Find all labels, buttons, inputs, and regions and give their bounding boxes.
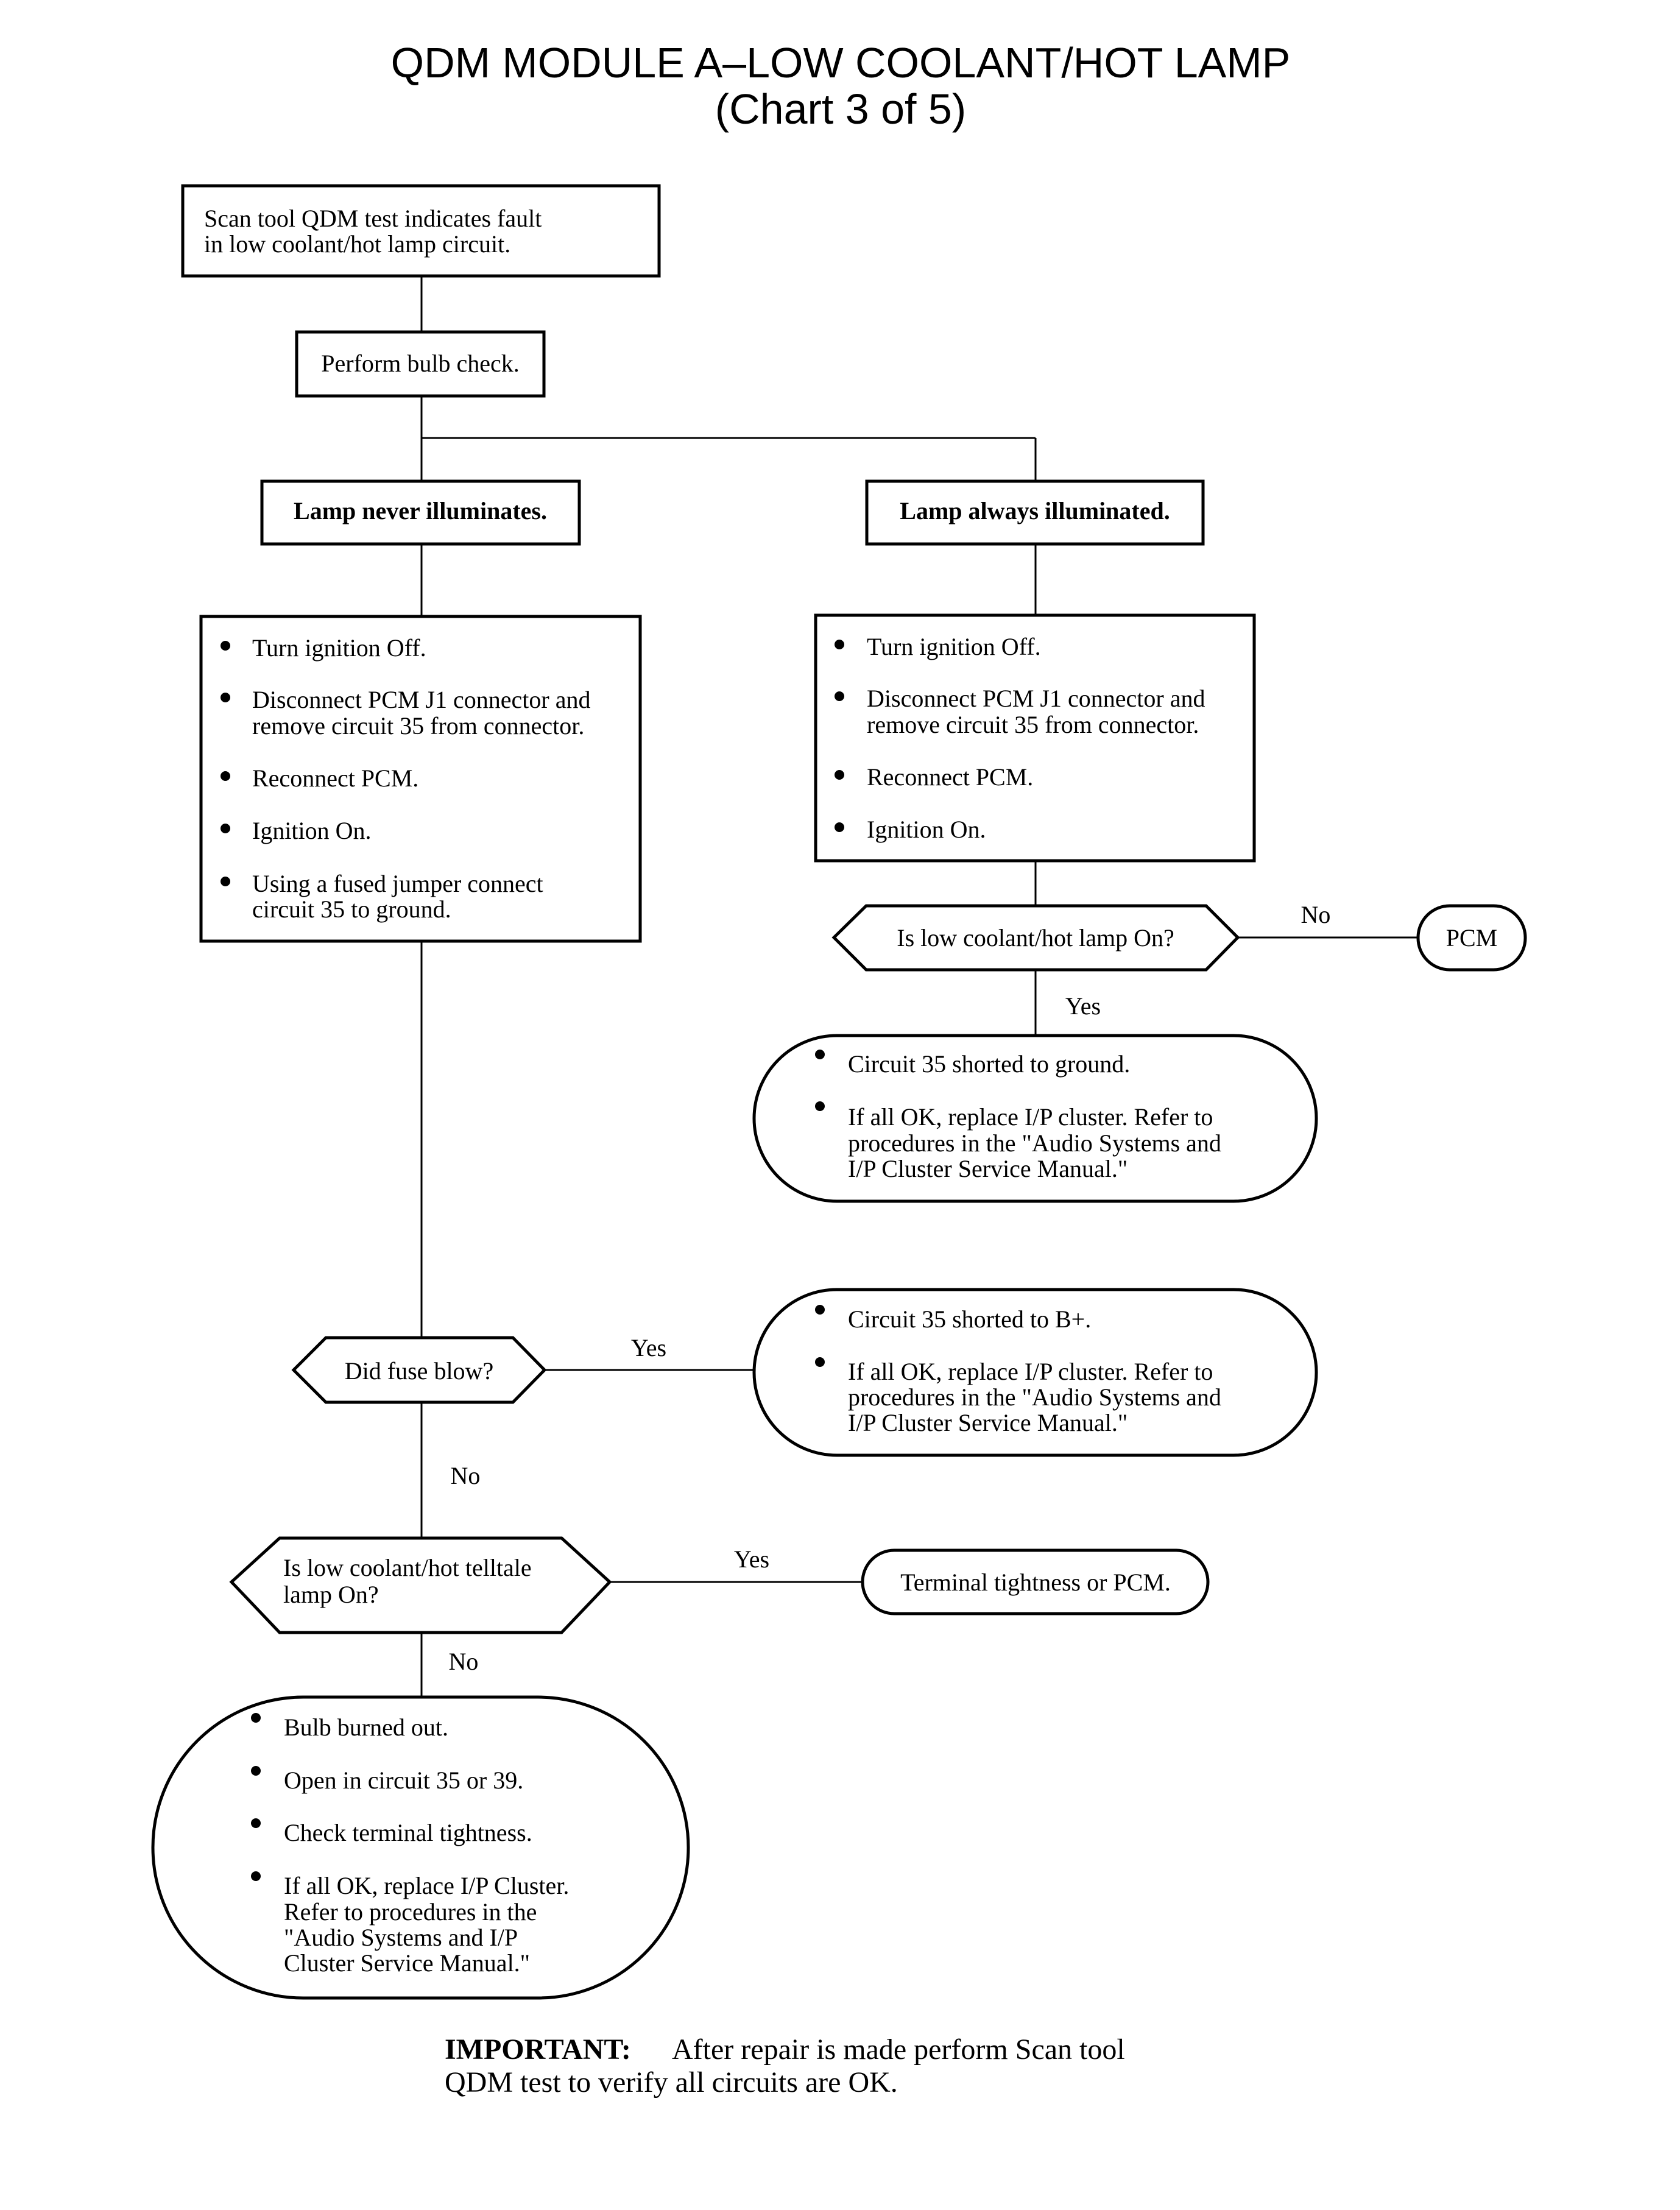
connector-lines bbox=[420, 276, 1418, 1697]
terminal-tightness-label: Terminal tightness or PCM. bbox=[900, 1569, 1171, 1596]
result-final: Bulb burned out. Open in circuit 35 or 3… bbox=[151, 1695, 690, 2000]
label-no-telltale: No bbox=[449, 1648, 479, 1675]
bplus-result-2c: I/P Cluster Service Manual." bbox=[848, 1409, 1128, 1436]
final-result-4b: Refer to procedures in the bbox=[284, 1898, 537, 1926]
important-line1: After repair is made perform Scan tool bbox=[672, 2033, 1125, 2066]
bullet-icon bbox=[251, 1818, 261, 1828]
pcm-terminal: PCM bbox=[1416, 904, 1527, 972]
bullet-icon bbox=[251, 1871, 261, 1881]
final-result-4a: If all OK, replace I/P Cluster. bbox=[284, 1872, 569, 1899]
start-text-line2: in low coolant/hot lamp circuit. bbox=[204, 230, 510, 258]
start-text-line1: Scan tool QDM test indicates fault bbox=[204, 205, 542, 232]
right-steps-box: Turn ignition Off. Disconnect PCM J1 con… bbox=[814, 613, 1256, 863]
left-step-2a: Disconnect PCM J1 connector and bbox=[252, 686, 590, 713]
bullet-icon bbox=[835, 640, 844, 649]
label-no-lamp-on: No bbox=[1301, 901, 1331, 928]
bullet-icon bbox=[835, 770, 844, 780]
bullet-icon bbox=[835, 822, 844, 832]
final-result-4c: "Audio Systems and I/P bbox=[284, 1924, 518, 1951]
decision-fuse: Did fuse blow? bbox=[291, 1336, 547, 1404]
bullet-icon bbox=[251, 1766, 261, 1776]
decision-telltale-line1: Is low coolant/hot telltale bbox=[283, 1554, 532, 1581]
bplus-result-2a: If all OK, replace I/P cluster. Refer to bbox=[848, 1358, 1213, 1385]
final-result-4d: Cluster Service Manual." bbox=[284, 1949, 530, 1977]
decision-telltale: Is low coolant/hot telltale lamp On? bbox=[229, 1536, 612, 1634]
chart-title: QDM MODULE A–LOW COOLANT/HOT LAMP bbox=[391, 39, 1291, 86]
right-step-1: Turn ignition Off. bbox=[867, 633, 1041, 660]
left-step-3: Reconnect PCM. bbox=[252, 764, 418, 792]
bulb-check-label: Perform bulb check. bbox=[321, 350, 519, 377]
start-box: Scan tool QDM test indicates fault in lo… bbox=[181, 184, 661, 278]
left-step-5b: circuit 35 to ground. bbox=[252, 895, 451, 923]
left-step-4: Ignition On. bbox=[252, 817, 372, 844]
decision-fuse-label: Did fuse blow? bbox=[345, 1357, 493, 1385]
result-shorted-bplus: Circuit 35 shorted to B+. If all OK, rep… bbox=[752, 1288, 1318, 1457]
important-label: IMPORTANT: bbox=[445, 2033, 631, 2066]
label-yes-fuse: Yes bbox=[631, 1334, 666, 1361]
bullet-icon bbox=[221, 693, 230, 702]
bullet-icon bbox=[815, 1305, 825, 1315]
left-step-5a: Using a fused jumper connect bbox=[252, 870, 543, 897]
lamp-never-box: Lamp never illuminates. bbox=[260, 479, 581, 546]
final-result-2: Open in circuit 35 or 39. bbox=[284, 1767, 523, 1794]
decision-telltale-line2: lamp On? bbox=[283, 1581, 379, 1608]
bullet-icon bbox=[221, 824, 230, 833]
bullet-icon bbox=[815, 1101, 825, 1111]
decision-lamp-on: Is low coolant/hot lamp On? bbox=[831, 904, 1240, 972]
decision-lamp-on-label: Is low coolant/hot lamp On? bbox=[897, 924, 1174, 951]
left-step-2b: remove circuit 35 from connector. bbox=[252, 712, 584, 740]
bullet-icon bbox=[815, 1050, 825, 1059]
label-yes-telltale: Yes bbox=[734, 1545, 769, 1573]
bullet-icon bbox=[251, 1713, 261, 1723]
important-note: IMPORTANT: After repair is made perform … bbox=[445, 2033, 1125, 2099]
bullet-icon bbox=[815, 1357, 825, 1367]
ground-result-2c: I/P Cluster Service Manual." bbox=[848, 1155, 1128, 1182]
right-step-2b: remove circuit 35 from connector. bbox=[867, 711, 1199, 738]
ground-result-2a: If all OK, replace I/P cluster. Refer to bbox=[848, 1103, 1213, 1131]
result-shorted-ground: Circuit 35 shorted to ground. If all OK,… bbox=[752, 1034, 1318, 1203]
lamp-never-label: Lamp never illuminates. bbox=[294, 497, 547, 524]
terminal-tightness-result: Terminal tightness or PCM. bbox=[861, 1548, 1210, 1615]
chart-subtitle: (Chart 3 of 5) bbox=[715, 85, 966, 133]
bullet-icon bbox=[221, 877, 230, 886]
bulb-check-box: Perform bulb check. bbox=[295, 330, 546, 398]
bullet-icon bbox=[221, 771, 230, 781]
right-step-3: Reconnect PCM. bbox=[867, 763, 1033, 791]
left-steps-box: Turn ignition Off. Disconnect PCM J1 con… bbox=[199, 615, 642, 943]
lamp-always-label: Lamp always illuminated. bbox=[900, 497, 1170, 524]
ground-result-2b: procedures in the "Audio Systems and bbox=[848, 1129, 1221, 1157]
right-step-4: Ignition On. bbox=[867, 816, 986, 843]
bplus-result-2b: procedures in the "Audio Systems and bbox=[848, 1383, 1221, 1411]
label-yes-lamp-on: Yes bbox=[1065, 992, 1101, 1020]
final-result-3: Check terminal tightness. bbox=[284, 1819, 532, 1846]
final-result-1: Bulb burned out. bbox=[284, 1714, 448, 1741]
left-step-1: Turn ignition Off. bbox=[252, 634, 426, 662]
ground-result-1: Circuit 35 shorted to ground. bbox=[848, 1050, 1130, 1078]
right-step-2a: Disconnect PCM J1 connector and bbox=[867, 685, 1205, 712]
pcm-label: PCM bbox=[1446, 924, 1498, 951]
lamp-always-box: Lamp always illuminated. bbox=[865, 479, 1205, 546]
bullet-icon bbox=[835, 691, 844, 701]
label-no-fuse: No bbox=[451, 1462, 481, 1489]
bullet-icon bbox=[221, 641, 230, 651]
important-line2: QDM test to verify all circuits are OK. bbox=[445, 2066, 898, 2099]
bplus-result-1: Circuit 35 shorted to B+. bbox=[848, 1305, 1091, 1333]
